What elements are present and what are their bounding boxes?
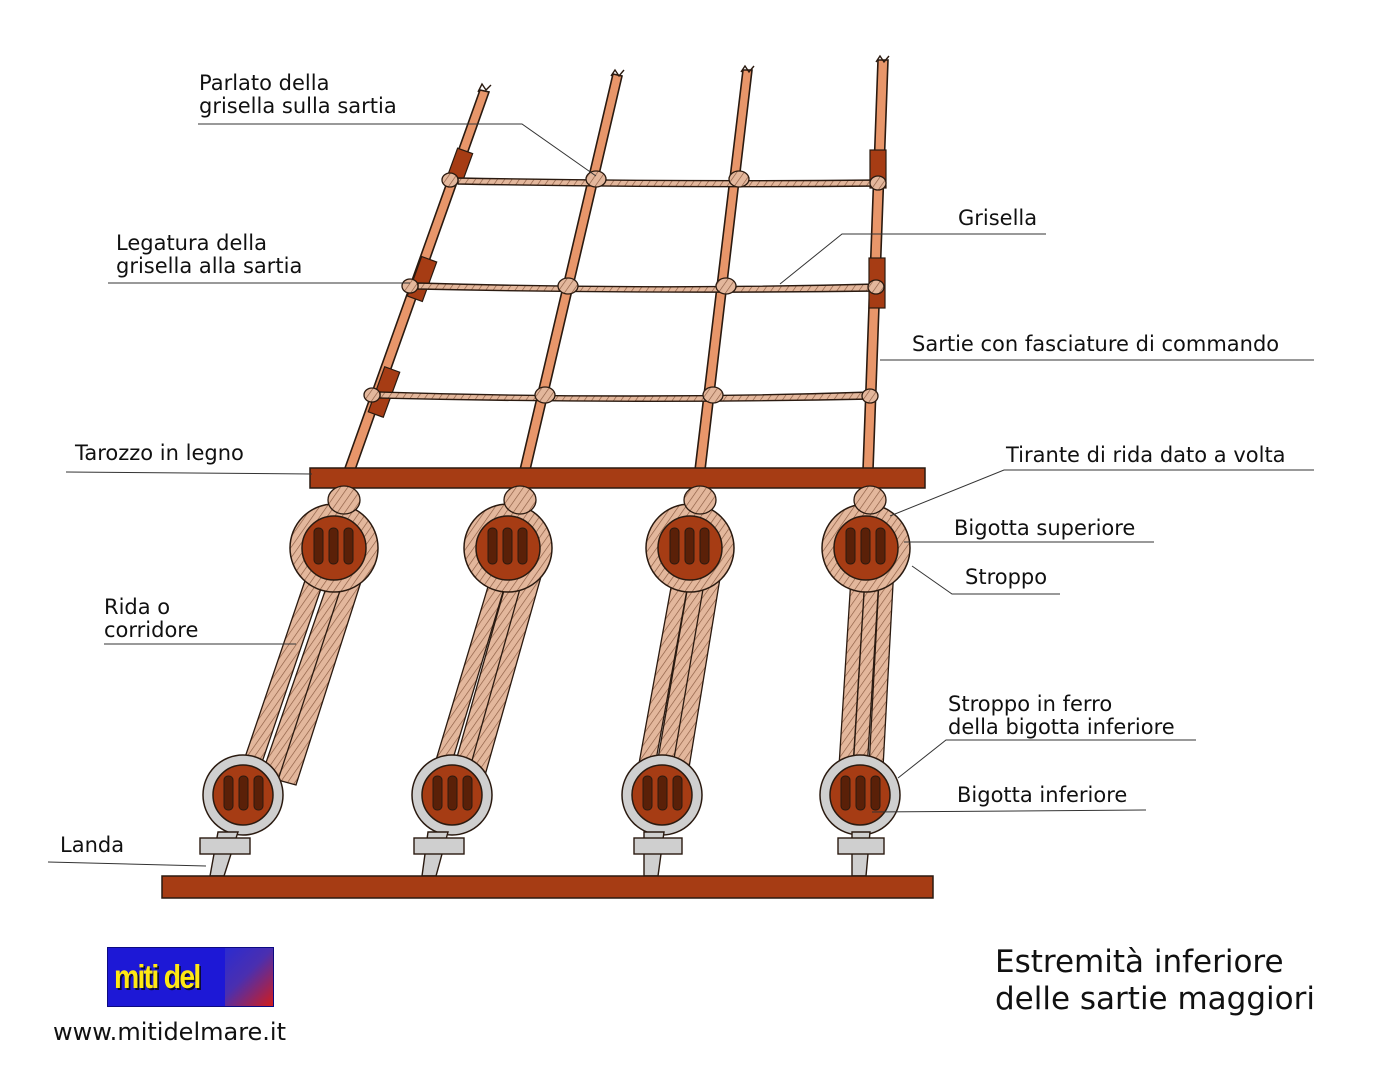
upper-deadeye-3 (645, 503, 735, 593)
lower-deadeye-4 (819, 754, 901, 836)
upper-deadeyes (289, 503, 911, 593)
label-landa: Landa (60, 834, 124, 857)
tarozzo-bar (309, 467, 926, 489)
label-legatura-line1: Legatura della (116, 231, 267, 255)
lower-deadeye-1 (202, 754, 284, 836)
label-rida-line2: corridore (104, 618, 199, 642)
ratlines (379, 177, 881, 402)
ratline-1 (457, 177, 881, 188)
diagram-title: Estremità inferiore delle sartie maggior… (995, 944, 1315, 1018)
label-sartie: Sartie con fasciature di commando (912, 333, 1279, 356)
channel-bar (161, 875, 934, 899)
ratline-knots (363, 170, 887, 404)
label-tirante: Tirante di rida dato a volta (1006, 444, 1286, 467)
label-tarozzo-text: Tarozzo in legno (75, 441, 244, 465)
shroud-broken-tops (477, 54, 890, 93)
label-sartie-text: Sartie con fasciature di commando (912, 332, 1280, 356)
label-bigotta-inferiore-text: Bigotta inferiore (957, 783, 1128, 807)
label-parlato-line2: grisella sulla sartia (199, 94, 397, 118)
site-url: www.mitidelmare.it (53, 1018, 287, 1046)
title-line1: Estremità inferiore (995, 944, 1284, 980)
label-landa-text: Landa (60, 833, 125, 857)
label-bigotta-superiore-text: Bigotta superiore (954, 516, 1136, 540)
label-legatura-line2: grisella alla sartia (116, 254, 303, 278)
lower-deadeye-3 (621, 754, 703, 836)
ratline-2 (417, 282, 879, 293)
label-stroppo-text: Stroppo (965, 565, 1048, 589)
label-parlato-line1: Parlato della (199, 71, 330, 95)
label-parlato: Parlato della grisella sulla sartia (199, 72, 397, 118)
title-line2: delle sartie maggiori (995, 981, 1315, 1017)
upper-deadeye-4 (821, 503, 911, 593)
logo-stripe (225, 948, 273, 1006)
lower-deadeye-2 (411, 754, 493, 836)
label-stroppo-ferro-line2: della bigotta inferiore (948, 715, 1175, 739)
label-stroppo-ferro: Stroppo in ferro della bigotta inferiore (948, 693, 1175, 739)
label-rida: Rida o corridore (104, 596, 198, 642)
chainplates (199, 831, 885, 877)
label-stroppo: Stroppo (965, 566, 1047, 589)
label-bigotta-superiore: Bigotta superiore (954, 517, 1135, 540)
upper-deadeye-1 (289, 503, 379, 593)
label-bigotta-inferiore: Bigotta inferiore (957, 784, 1127, 807)
label-stroppo-ferro-line1: Stroppo in ferro (948, 692, 1113, 716)
ratline-3 (379, 391, 873, 402)
logo: miti del mare (107, 947, 274, 1007)
label-rida-line1: Rida o (104, 595, 171, 619)
label-grisella: Grisella (958, 207, 1037, 230)
upper-deadeye-2 (463, 503, 553, 593)
label-legatura: Legatura della grisella alla sartia (116, 232, 302, 278)
label-tarozzo: Tarozzo in legno (75, 442, 244, 465)
shroud-3 (694, 69, 753, 471)
lower-deadeyes (202, 754, 901, 836)
deadeye-top-knots (327, 485, 887, 515)
label-grisella-text: Grisella (958, 206, 1038, 230)
logo-text: miti del mare (114, 958, 201, 1006)
leader-lines (47, 123, 1314, 867)
label-tirante-text: Tirante di rida dato a volta (1006, 443, 1286, 467)
lanyards (237, 559, 895, 787)
